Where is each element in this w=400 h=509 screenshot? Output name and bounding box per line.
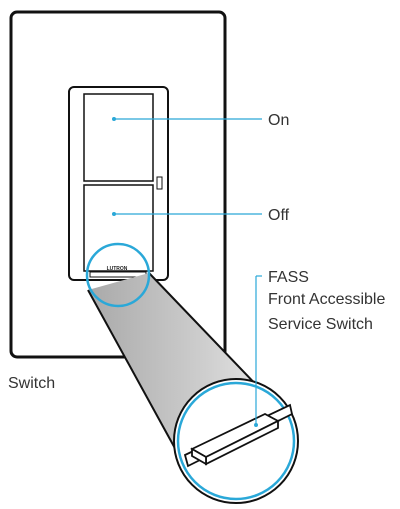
- cone-edge-lower: [87, 289, 189, 473]
- large-magnifier-ring: [176, 381, 296, 501]
- label-off: Off: [268, 207, 290, 224]
- small-magnifier-circle: [85, 242, 151, 308]
- paddle-on[interactable]: [83, 93, 154, 182]
- label-on: On: [268, 112, 289, 129]
- label-switch: Switch: [8, 375, 55, 392]
- callout-dot-fass: [254, 423, 258, 427]
- side-indicator: [156, 176, 163, 190]
- label-fass-line2: Front Accessible: [268, 291, 385, 308]
- brand-logo: LUTRON: [107, 266, 128, 272]
- label-fass-line3: Service Switch: [268, 316, 373, 333]
- label-fass-line1: FASS: [268, 269, 309, 286]
